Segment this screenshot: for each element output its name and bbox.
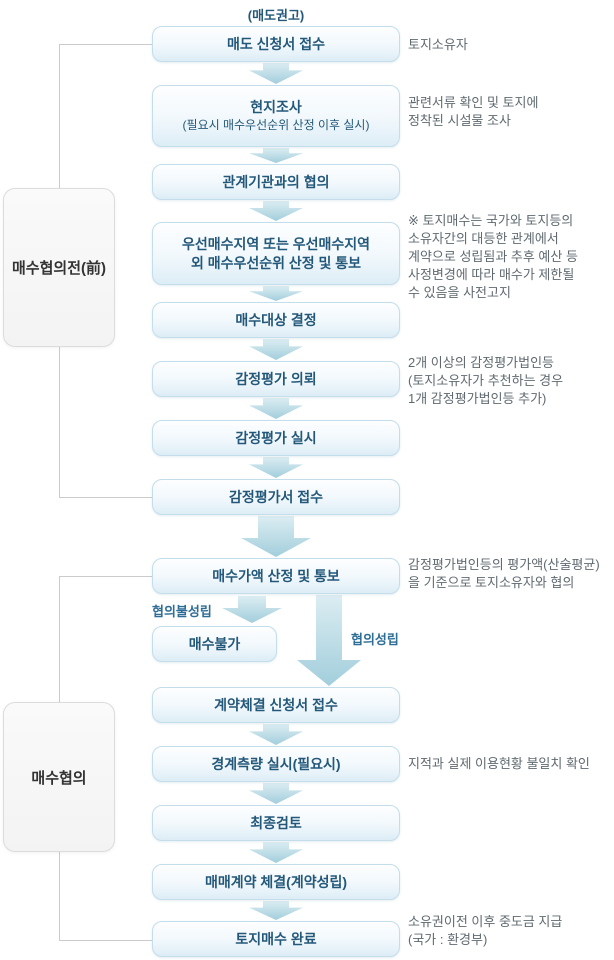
down-arrow-icon (249, 457, 303, 478)
down-arrow-icon (249, 901, 303, 920)
step-agency-consultation: 관계기관과의 협의 (152, 164, 400, 200)
step-boundary-survey: 경계측량 실시(필요시) (152, 746, 400, 782)
step-appraisal-execution: 감정평가 실시 (152, 420, 400, 456)
group-consultation-label: 매수협의 (31, 769, 87, 787)
step-label: 감정평가서 접수 (228, 488, 324, 505)
step-label: 현지조사 (250, 99, 302, 116)
step-label: 매수가액 산정 및 통보 (212, 567, 340, 584)
step-contract-application-received: 계약체결 신청서 접수 (152, 687, 400, 723)
down-arrow-icon (241, 516, 311, 557)
down-arrow-icon (249, 339, 303, 360)
step-label: 토지매수 완료 (235, 930, 317, 947)
down-arrow-icon (297, 595, 361, 686)
note-appraisal-firms: 2개 이상의 감정평가법인등 (토지소유자가 추천하는 경우 1개 감정평가법인… (408, 355, 564, 406)
group-pre-consultation: 매수협의전(前) (3, 188, 115, 347)
step-sales-contract-concluded: 매매계약 체결(계약성립) (152, 864, 400, 900)
step-appraisal-report-received: 감정평가서 접수 (152, 479, 400, 515)
branch-success-label: 협의성립 (351, 632, 399, 647)
sale-recommendation-label: (매도권고) (247, 8, 305, 23)
down-arrow-icon (249, 286, 303, 301)
branch-fail-label: 협의불성립 (152, 604, 212, 619)
step-final-review: 최종검토 (152, 805, 400, 841)
down-arrow-icon (249, 201, 303, 221)
step-appraisal-request: 감정평가 의뢰 (152, 361, 400, 397)
note-payment-after-transfer: 소유권이전 이후 중도금 지급 (국가 : 환경부) (408, 914, 563, 947)
step-purchase-target-decision: 매수대상 결정 (152, 302, 400, 338)
down-arrow-icon (249, 724, 303, 745)
group-pre-consultation-label: 매수협의전(前) (12, 260, 106, 277)
step-label: 최종검토 (250, 814, 302, 831)
note-purchase-precaution: ※ 토지매수는 국가와 토지등의 소유자간의 대등한 관계에서 계약으로 성립됨… (408, 213, 578, 300)
step-purchase-price-notification: 매수가액 산정 및 통보 (152, 558, 400, 594)
step-sublabel: (필요시 매수우선순위 산정 이후 실시) (182, 118, 370, 133)
note-landowner: 토지소유자 (408, 37, 468, 52)
note-document-check: 관련서류 확인 및 토지에 정착된 시설물 조사 (408, 95, 539, 128)
step-field-survey: 현지조사 (필요시 매수우선순위 산정 이후 실시) (152, 85, 400, 147)
note-boundary-mismatch: 지적과 실제 이용현황 불일치 확인 (408, 756, 590, 771)
note-price-basis: 감정평가법인등의 평가액(산술평균) 을 기준으로 토지소유자와 협의 (408, 557, 600, 590)
step-label: 경계측량 실시(필요시) (211, 755, 341, 772)
step-label: 우선매수지역 또는 우선매수지역 (181, 236, 371, 253)
step-land-purchase-completed: 토지매수 완료 (152, 921, 400, 957)
step-label: 감정평가 실시 (235, 429, 317, 446)
step-label: 매매계약 체결(계약성립) (204, 873, 347, 890)
box-purchase-denied: 매수불가 (152, 626, 277, 662)
group-consultation: 매수협의 (3, 702, 115, 852)
step-label: 감정평가 의뢰 (235, 370, 317, 387)
down-arrow-icon (222, 596, 282, 623)
down-arrow-icon (249, 398, 303, 419)
step-label: 계약체결 신청서 접수 (214, 696, 338, 713)
step-priority-area-notification: 우선매수지역 또는 우선매수지역 외 매수우선순위 산정 및 통보 (152, 222, 400, 285)
down-arrow-icon (249, 63, 303, 84)
step-label: 매도 신청서 접수 (227, 35, 325, 52)
step-sale-application-received: 매도 신청서 접수 (152, 26, 400, 62)
down-arrow-icon (249, 783, 303, 804)
down-arrow-icon (249, 842, 303, 863)
step-label: 매수불가 (188, 635, 241, 652)
down-arrow-icon (249, 148, 303, 163)
step-label-line2: 외 매수우선순위 산정 및 통보 (190, 254, 362, 271)
step-label: 관계기관과의 협의 (222, 173, 330, 190)
step-label: 매수대상 결정 (235, 311, 317, 328)
